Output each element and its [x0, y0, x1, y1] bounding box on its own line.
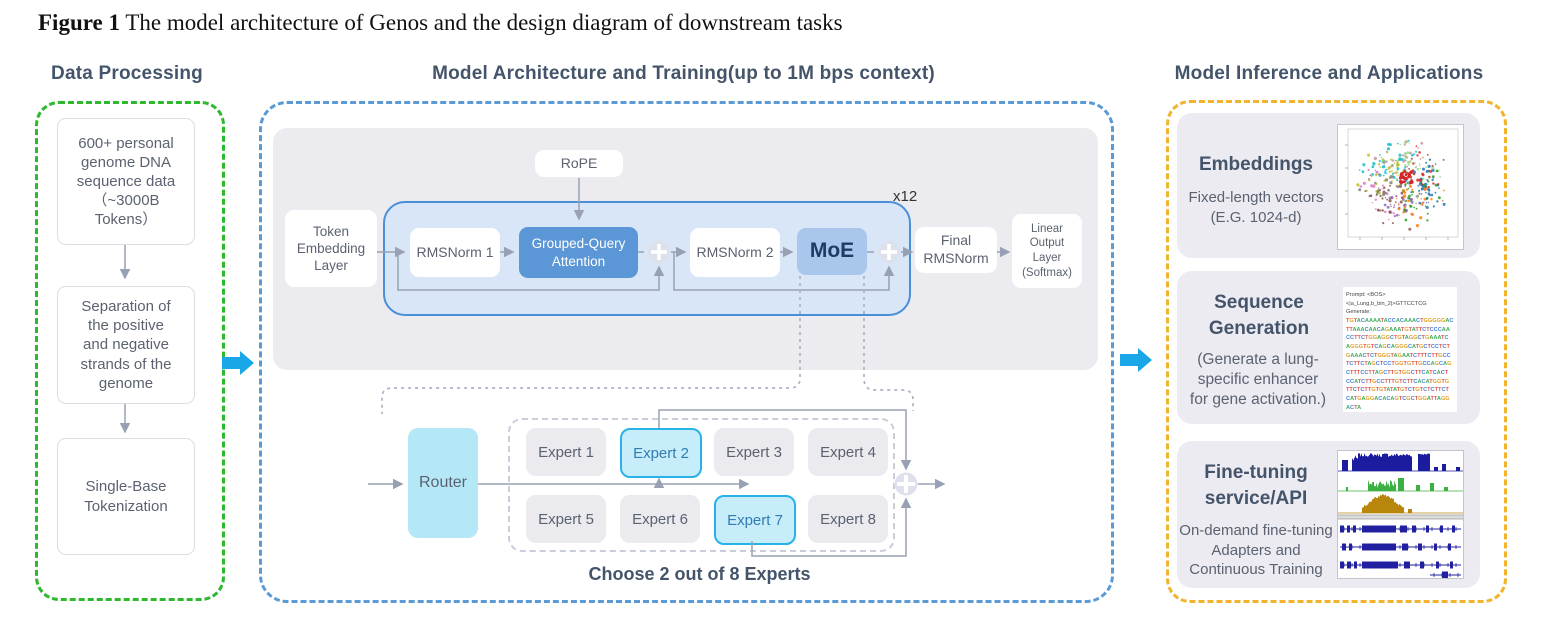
genome-tracks-image — [1337, 450, 1464, 579]
token-embedding-block: Token Embedding Layer — [285, 210, 377, 287]
section-header-model-architecture: Model Architecture and Training(up to 1M… — [432, 63, 935, 84]
expert-box-2: Expert 2 — [620, 428, 702, 478]
fine-tuning-title: Fine-tuning service/API — [1204, 462, 1308, 509]
model-architecture-region — [259, 101, 1114, 603]
embedding-scatter-image — [1337, 124, 1464, 250]
moe-block: MoE — [797, 228, 867, 275]
embeddings-title: Embeddings — [1198, 154, 1313, 175]
final-rmsnorm-block: Final RMSNorm — [915, 227, 997, 273]
expert-box-5: Expert 5 — [526, 495, 606, 543]
flow-arrow-model-to-inference — [1120, 348, 1152, 372]
layer-repeat-label: x12 — [893, 188, 918, 205]
embeddings-body: Fixed-length vectors (E.G. 1024-d) — [1188, 189, 1324, 226]
step-single-base-tokenization: Single-Base Tokenization — [57, 438, 195, 555]
rmsnorm2-block: RMSNorm 2 — [690, 228, 780, 277]
figure-caption-number: Figure 1 — [38, 10, 120, 35]
flow-arrow-dp-to-model — [222, 351, 254, 375]
expert-box-8: Expert 8 — [808, 495, 888, 543]
section-header-model-inference: Model Inference and Applications — [1174, 63, 1484, 84]
step-strand-separation: Separation of the positive and negative … — [57, 286, 195, 404]
figure-caption: Figure 1 The model architecture of Genos… — [38, 10, 843, 36]
router-block: Router — [408, 428, 478, 538]
expert-box-7: Expert 7 — [714, 495, 796, 545]
sequence-generation-body: (Generate a lung- specific enhancer for … — [1189, 351, 1327, 409]
linear-output-block: Linear Output Layer (Softmax) — [1012, 214, 1082, 288]
rope-block: RoPE — [535, 150, 623, 177]
step-genome-data: 600+ personal genome DNA sequence data （… — [57, 118, 195, 245]
grouped-query-attention-block: Grouped-Query Attention — [519, 227, 638, 278]
expert-box-1: Expert 1 — [526, 428, 606, 476]
sequence-generation-title: Sequence Generation — [1208, 292, 1310, 339]
expert-box-4: Expert 4 — [808, 428, 888, 476]
expert-box-3: Expert 3 — [714, 428, 794, 476]
figure-caption-text: The model architecture of Genos and the … — [119, 10, 843, 35]
rmsnorm1-block: RMSNorm 1 — [410, 228, 500, 277]
model-inference-region — [1166, 100, 1507, 603]
fine-tuning-body: On-demand fine-tuning Adapters and Conti… — [1179, 522, 1333, 578]
experts-caption: Choose 2 out of 8 Experts — [588, 564, 811, 584]
expert-box-6: Expert 6 — [620, 495, 700, 543]
section-header-data-processing: Data Processing — [51, 63, 203, 84]
